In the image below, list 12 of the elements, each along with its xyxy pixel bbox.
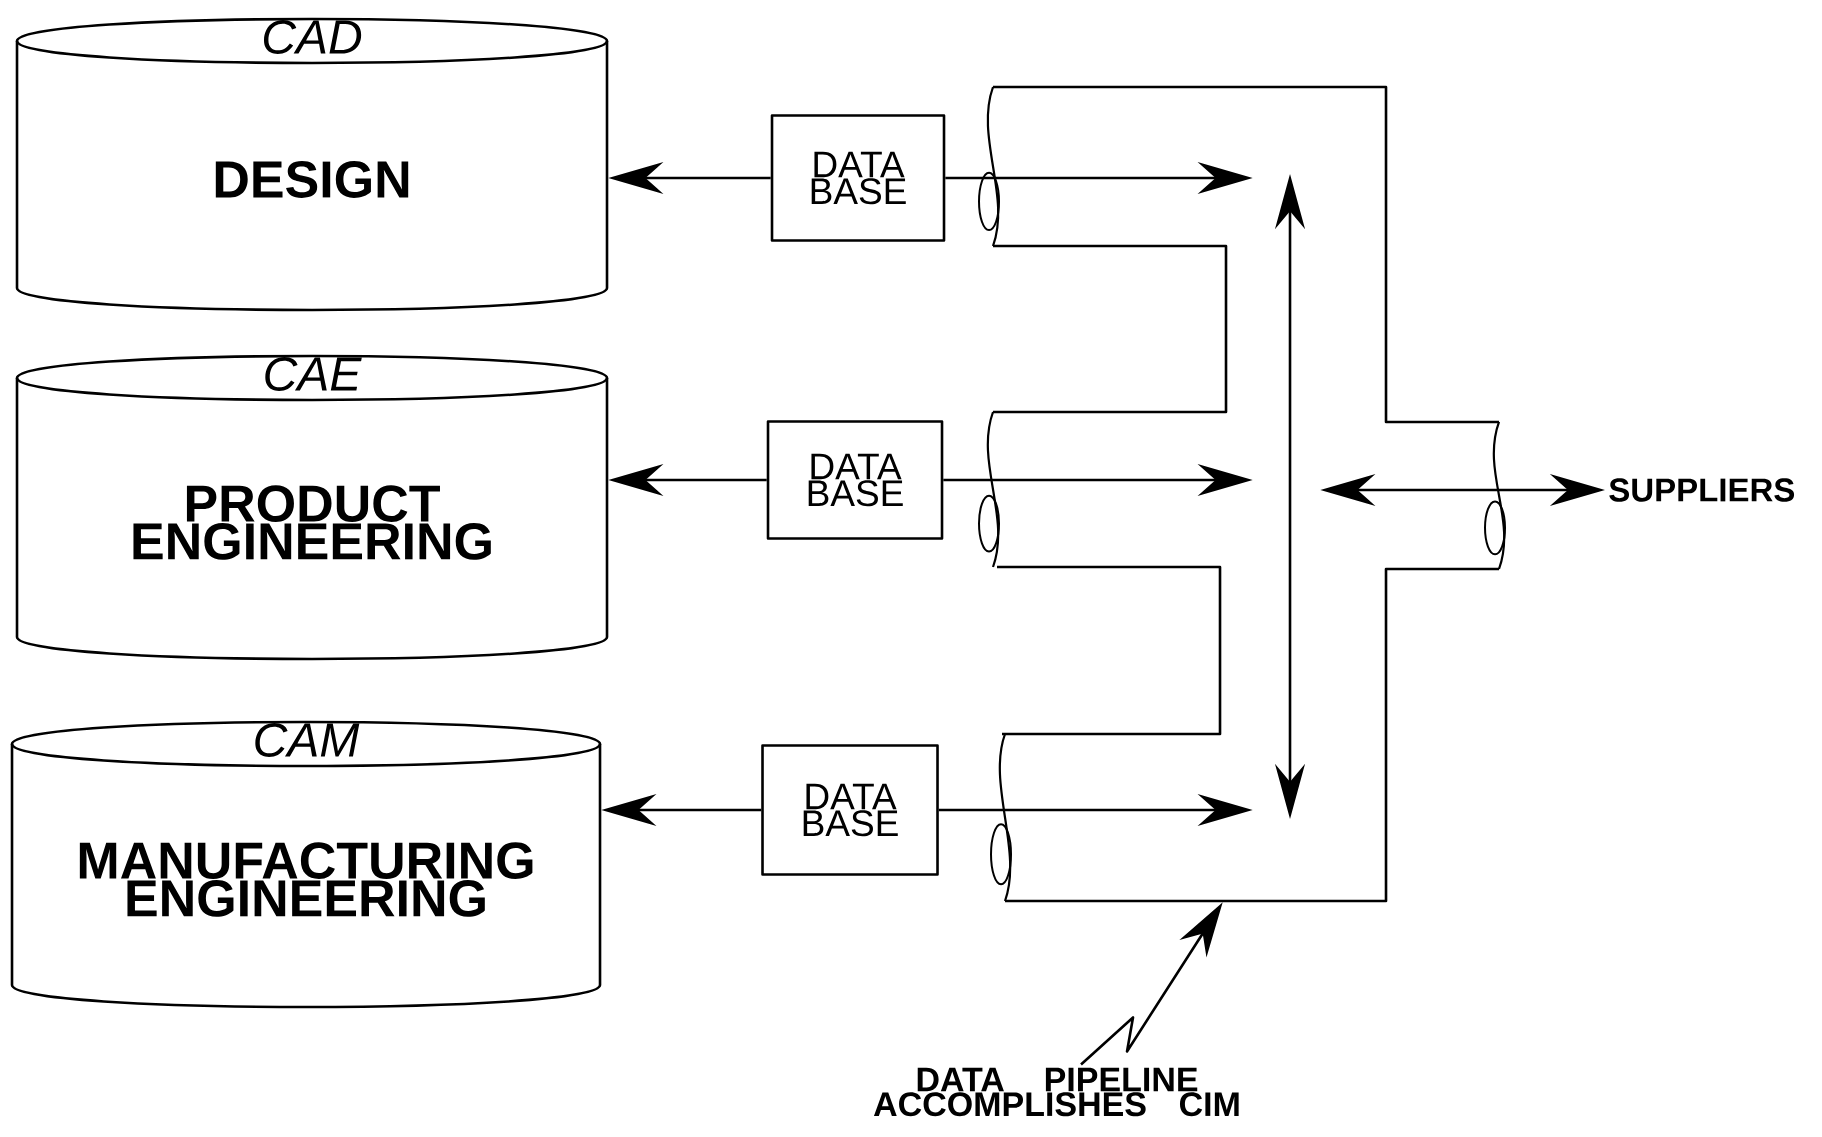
pipeline-drawing	[978, 85, 1506, 903]
database-cylinder: CAD DESIGN	[15, 17, 609, 312]
database-box: DATA BASE	[766, 420, 944, 540]
cylinder-title: CAM	[255, 723, 360, 757]
database-cylinder: CAE PRODUCT ENGINEERING	[15, 354, 609, 661]
cylinder-title: CAD	[264, 20, 362, 54]
database-box: DATA BASE	[761, 744, 939, 876]
supplier-label: SUPPLIERS	[1609, 478, 1795, 502]
database-cylinder: CAM MANUFACTURING ENGINEERING	[10, 720, 602, 1009]
pipeline-caption: DATA PIPELINE ACCOMPLISHES CIM	[873, 1067, 1239, 1117]
cylinder-title: CAE	[265, 357, 362, 391]
database-box: DATA BASE	[770, 114, 946, 242]
